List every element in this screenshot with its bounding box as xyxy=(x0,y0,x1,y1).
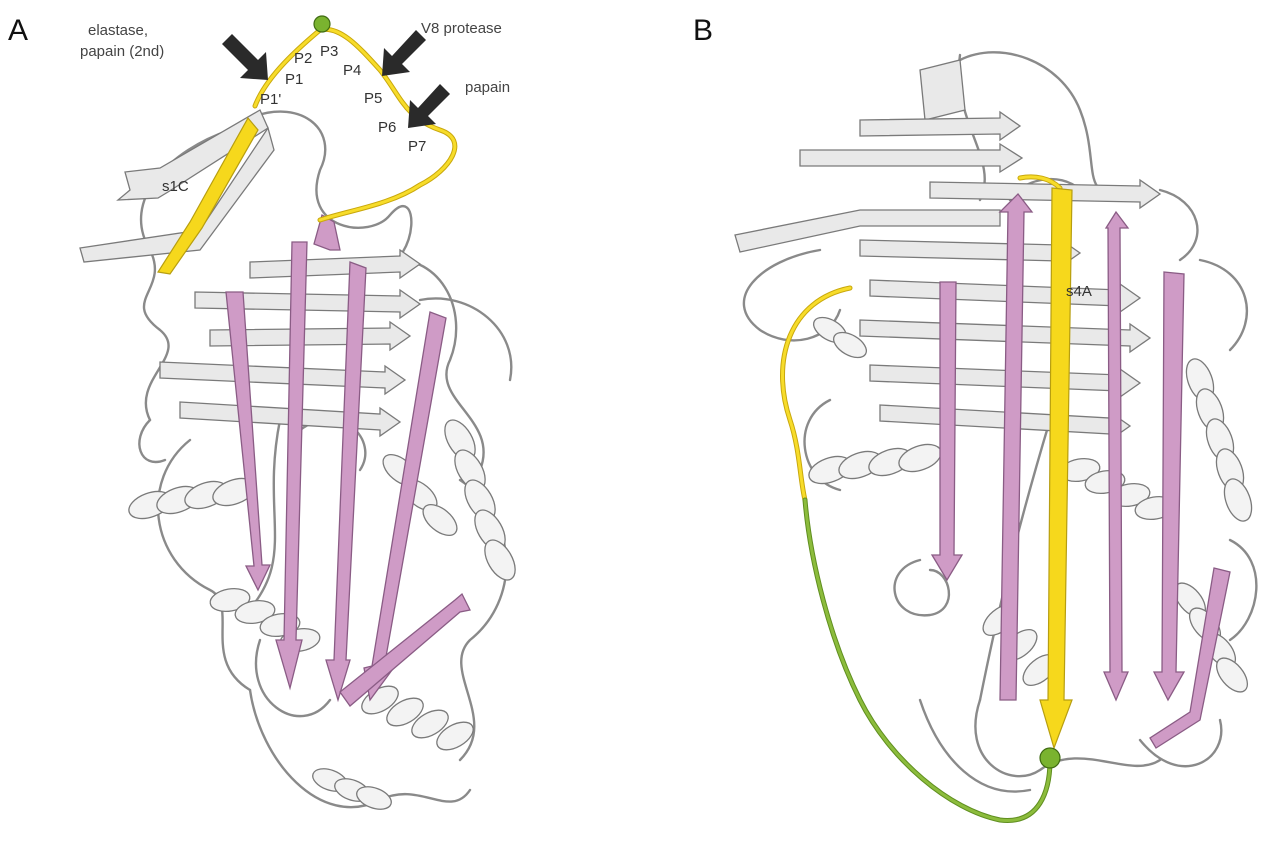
label-p6: P6 xyxy=(378,119,396,136)
helix-b1 xyxy=(805,439,945,489)
panel-a-letter: A xyxy=(8,14,28,47)
cleavage-site-ball-a xyxy=(314,16,330,32)
label-papain: papain xyxy=(465,79,510,96)
panel-b: B xyxy=(693,14,1257,820)
label-s4a: s4A xyxy=(1066,283,1092,300)
label-v8-protease: V8 protease xyxy=(421,20,502,37)
label-p5: P5 xyxy=(364,90,382,107)
helix-a2 xyxy=(439,415,522,585)
panel-b-letter: B xyxy=(693,14,713,47)
arrow-elastase xyxy=(222,34,268,80)
cleavage-site-ball-b xyxy=(1040,748,1060,768)
label-p1: P1 xyxy=(285,71,303,88)
arrow-papain xyxy=(408,84,450,128)
label-p1-prime: P1' xyxy=(260,91,281,108)
label-papain-2nd: papain (2nd) xyxy=(80,43,164,60)
label-s1c: s1C xyxy=(162,178,189,195)
label-elastase: elastase, xyxy=(88,22,148,39)
label-p2: P2 xyxy=(294,50,312,67)
panel-a-helices xyxy=(125,415,521,814)
label-p4: P4 xyxy=(343,62,361,79)
label-p7: P7 xyxy=(408,138,426,155)
helix-b2 xyxy=(1181,355,1257,525)
panel-a: A xyxy=(8,14,521,814)
helix-a1 xyxy=(125,473,259,524)
label-p3: P3 xyxy=(320,43,338,60)
arrow-v8-protease xyxy=(382,30,426,76)
helix-a3 xyxy=(208,586,321,655)
